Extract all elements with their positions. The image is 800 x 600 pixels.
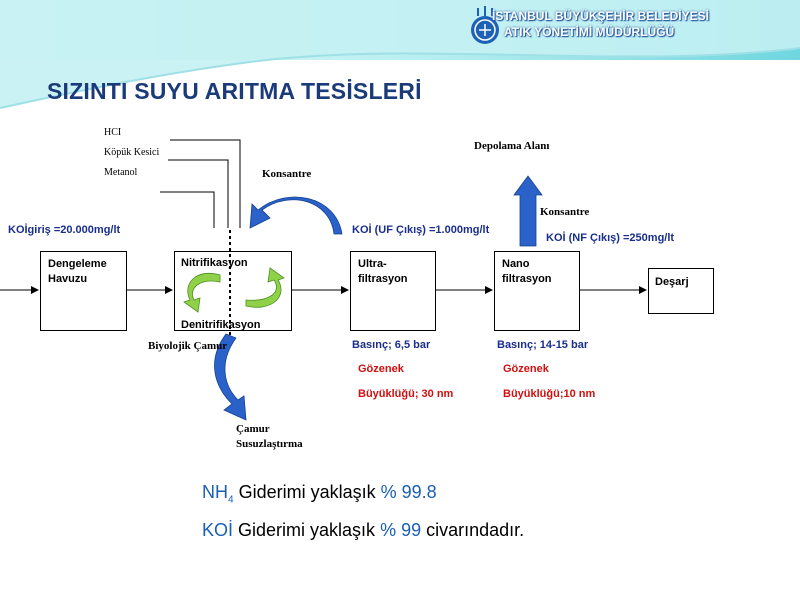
- nano-filtrasyon-label: filtrasyon: [502, 273, 552, 285]
- konsantre-right-label: Konsantre: [540, 206, 590, 218]
- koi-nf-param: KOİ (NF Çıkış) =250mg/lt: [546, 232, 675, 244]
- koi-value: % 99: [380, 520, 422, 540]
- uf-pore-size: Büyüklüğü; 30 nm: [358, 388, 454, 400]
- cycle-arrow-left-icon: [183, 273, 221, 313]
- nanofiltrasyon-box: Nano filtrasyon: [494, 251, 580, 331]
- depolama-up-arrow: [513, 175, 543, 247]
- uf-pressure-param: Basınç; 6,5 bar: [352, 339, 431, 351]
- depolama-alani-label: Depolama Alanı: [474, 140, 550, 152]
- chemical-hci: HCI: [104, 127, 122, 138]
- bioreactor-box: Nitrifikasyon Denitrifikasyon: [174, 251, 292, 331]
- chemical-kopuk-kesici: Köpük Kesici: [104, 147, 160, 158]
- ultra-filtrasyon-label: filtrasyon: [358, 273, 408, 285]
- nh4-removal-result: NH4 Giderimi yaklaşık % 99.8: [202, 482, 437, 506]
- konsantre-return-arrow: [249, 196, 343, 235]
- ibb-logo-icon: [471, 6, 499, 44]
- desarj-box: Deşarj: [648, 268, 714, 314]
- koi-giris-param: KOİgiriş =20.000mg/lt: [8, 224, 121, 236]
- chemical-metanol: Metanol: [104, 167, 138, 178]
- desarj-label: Deşarj: [655, 276, 689, 288]
- hci-dosing-line: [170, 139, 241, 228]
- dengeleme-havuzu-box: Dengeleme Havuzu: [40, 251, 127, 331]
- havuzu-label: Havuzu: [48, 273, 88, 285]
- koi-text: Giderimi yaklaşık: [233, 520, 381, 540]
- dengeleme-label: Dengeleme: [48, 258, 107, 270]
- nitrifikasyon-label: Nitrifikasyon: [181, 257, 248, 269]
- nf-pore-label: Gözenek: [503, 363, 549, 375]
- nf-pressure-param: Basınç; 14-15 bar: [497, 339, 589, 351]
- cycle-arrow-right-icon: [245, 267, 285, 308]
- camur-label: Çamur: [236, 423, 270, 435]
- ultra-label: Ultra-: [358, 258, 387, 270]
- koi-uf-param: KOİ (UF Çıkış) =1.000mg/lt: [352, 224, 490, 236]
- biyolojik-camur-label: Biyolojik Çamur: [148, 340, 228, 352]
- koi-label: KOİ: [202, 520, 234, 540]
- nano-label: Nano: [502, 258, 530, 270]
- nh-subscript: 4: [228, 494, 234, 506]
- sludge-down-arrow: [214, 333, 247, 421]
- nf-pore-size: Büyüklüğü;10 nm: [503, 388, 596, 400]
- org-name-line1: İSTANBUL BÜYÜKŞEHİR BELEDİYESİ: [492, 9, 709, 23]
- metanol-dosing-line: [160, 191, 215, 228]
- denitrifikasyon-label: Denitrifikasyon: [181, 319, 261, 331]
- page-title: SIZINTI SUYU ARITMA TESİSLERİ: [47, 78, 422, 104]
- konsantre-top-label: Konsantre: [262, 168, 312, 180]
- uf-pore-label: Gözenek: [358, 363, 404, 375]
- koi-removal-result: KOİ Giderimi yaklaşık % 99 civarındadır.: [202, 520, 524, 541]
- kopuk-dosing-line: [168, 159, 229, 228]
- susuzlastirma-label: Susuzlaştırma: [236, 438, 303, 450]
- org-name-line2: ATIK YÖNETİMİ MÜDÜRLÜĞÜ: [504, 25, 675, 39]
- koi-suffix: civarındadır.: [421, 520, 525, 540]
- nh-text: Giderimi yaklaşık: [233, 482, 381, 502]
- nh-label: NH: [202, 482, 228, 502]
- header-wave: [0, 0, 800, 109]
- nh-value: % 99.8: [380, 482, 437, 502]
- ultrafiltrasyon-box: Ultra- filtrasyon: [350, 251, 436, 331]
